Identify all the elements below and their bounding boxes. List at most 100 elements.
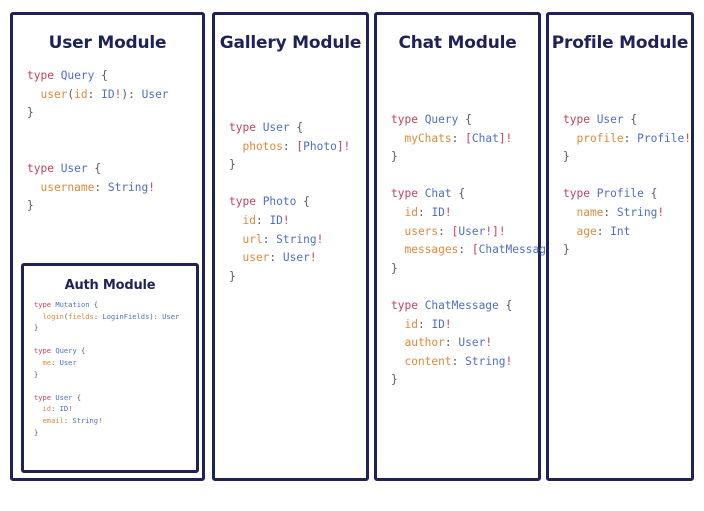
code-token-type: Query	[424, 113, 459, 126]
module-card-gallery[interactable]: Gallery Module type User { photos: [Phot…	[212, 12, 369, 481]
code-token-type: User	[282, 251, 310, 265]
code-token-bang: [	[451, 224, 459, 238]
code-token-bang: !	[485, 336, 493, 350]
code-token-pun: :	[451, 131, 466, 145]
code-token-kw: type	[563, 187, 597, 201]
code-token-type: ID	[269, 213, 283, 227]
code-token-pun: {	[76, 346, 86, 356]
module-code-profile: type User { profile: Profile! } type Pro…	[549, 111, 691, 260]
code-token-fld: author	[391, 336, 445, 350]
code-token-fld: user	[27, 87, 68, 101]
code-token-type: ID	[101, 87, 115, 101]
code-token-fld: fields	[68, 311, 94, 321]
module-title-chat: Chat Module	[398, 33, 517, 53]
code-token-type: User	[458, 336, 486, 350]
code-token-fld: age	[563, 224, 597, 238]
code-token-pun: :	[444, 336, 459, 350]
code-token-fld: profile	[563, 131, 624, 145]
code-token-type: User	[262, 121, 290, 134]
code-token-bang: [	[296, 139, 304, 153]
code-token-pun: :	[603, 205, 617, 219]
code-token-bang: !	[309, 251, 317, 265]
code-token-pun: }	[34, 427, 39, 437]
code-token-bang: !]!	[485, 224, 506, 238]
code-token-fld: name	[563, 205, 604, 219]
code-token-pun: {	[623, 113, 638, 126]
module-title-auth: Auth Module	[64, 278, 156, 293]
module-title-user: User Module	[48, 33, 167, 53]
code-token-pun: (	[63, 311, 69, 321]
code-token-bang: !	[505, 354, 513, 368]
code-token-type: String	[72, 415, 99, 425]
code-token-pun: :	[282, 139, 297, 153]
code-token-fld: username	[27, 180, 95, 194]
module-card-chat[interactable]: Chat Module type Query { myChats: [Chat]…	[374, 12, 566, 481]
module-code-auth: type Mutation { login(fields: LoginField…	[24, 299, 196, 438]
code-token-bang: !	[114, 87, 122, 101]
code-token-pun: :	[417, 317, 432, 331]
code-token-bang: !	[444, 317, 452, 331]
code-token-type: ID	[431, 205, 445, 219]
code-token-pun: }	[391, 150, 398, 164]
code-token-type: User	[596, 113, 624, 126]
code-token-pun: }	[27, 199, 34, 213]
code-token-type: Photo	[262, 195, 297, 209]
code-token-pun: {	[451, 187, 466, 201]
code-token-pun: }	[229, 269, 236, 283]
code-token-pun: (	[67, 87, 75, 101]
code-token-kw: type	[391, 113, 425, 126]
code-token-pun: :	[596, 224, 611, 238]
code-token-type: User	[55, 392, 73, 402]
code-token-pun: }	[391, 373, 398, 387]
code-token-bang: !	[684, 131, 692, 145]
module-card-user[interactable]: User Module type Query { user(id: ID!): …	[10, 12, 205, 481]
code-token-fld: messages	[391, 243, 459, 257]
code-token-type: ID	[59, 404, 69, 414]
code-token-pun: {	[296, 195, 310, 209]
code-token-type: Chat	[424, 187, 452, 201]
code-token-kw: type	[34, 300, 56, 309]
code-token-kw: type	[391, 298, 425, 312]
module-title-gallery: Gallery Module	[219, 33, 362, 53]
code-token-fld: myChats	[391, 131, 452, 145]
code-token-bang: [	[465, 131, 472, 145]
code-token-fld: email	[34, 415, 64, 425]
code-token-type: ChatMessage	[424, 298, 499, 312]
code-token-kw: type	[34, 346, 56, 356]
code-token-pun: :	[262, 232, 277, 246]
code-token-pun: :	[417, 205, 432, 219]
code-token-type: String	[465, 354, 506, 368]
code-token-pun: :	[458, 243, 472, 257]
code-token-pun: {	[643, 187, 658, 201]
code-token-type: Query	[60, 69, 95, 82]
code-token-pun: {	[458, 113, 472, 126]
module-card-auth[interactable]: Auth Module type Mutation { login(fields…	[21, 263, 199, 473]
module-code-gallery: type User { photos: [Photo]! } type Phot…	[215, 119, 366, 286]
code-token-pun: {	[87, 161, 102, 175]
code-token-bang: !	[657, 205, 665, 219]
code-token-fld: login	[34, 311, 64, 321]
code-token-pun: }	[563, 150, 570, 164]
code-token-kw: type	[27, 69, 61, 82]
code-token-type: ID	[431, 317, 445, 331]
code-token-pun: :	[94, 180, 108, 194]
code-token-fld: me	[34, 357, 52, 367]
code-token-type: String	[276, 232, 317, 246]
module-code-chat: type Query { myChats: [Chat]! } type Cha…	[377, 111, 566, 390]
code-token-type: String	[107, 180, 149, 194]
code-token-kw: type	[34, 392, 56, 402]
code-token-fld: id	[74, 87, 88, 101]
code-token-type: Profile	[637, 131, 685, 145]
module-code-user: type Query { user(id: ID!): User } type …	[13, 67, 202, 216]
code-token-fld: id	[34, 404, 52, 414]
code-token-type: User	[60, 161, 88, 175]
code-token-fld: user	[229, 251, 270, 265]
code-token-kw: type	[229, 195, 263, 209]
module-card-profile[interactable]: Profile Module type User { profile: Prof…	[546, 12, 694, 481]
code-token-pun: :	[255, 213, 270, 227]
code-token-pun: {	[94, 69, 108, 82]
code-token-fld: id	[229, 213, 256, 227]
code-token-bang: [	[471, 243, 479, 257]
code-token-pun: {	[89, 300, 99, 309]
code-token-pun: }	[229, 158, 236, 172]
